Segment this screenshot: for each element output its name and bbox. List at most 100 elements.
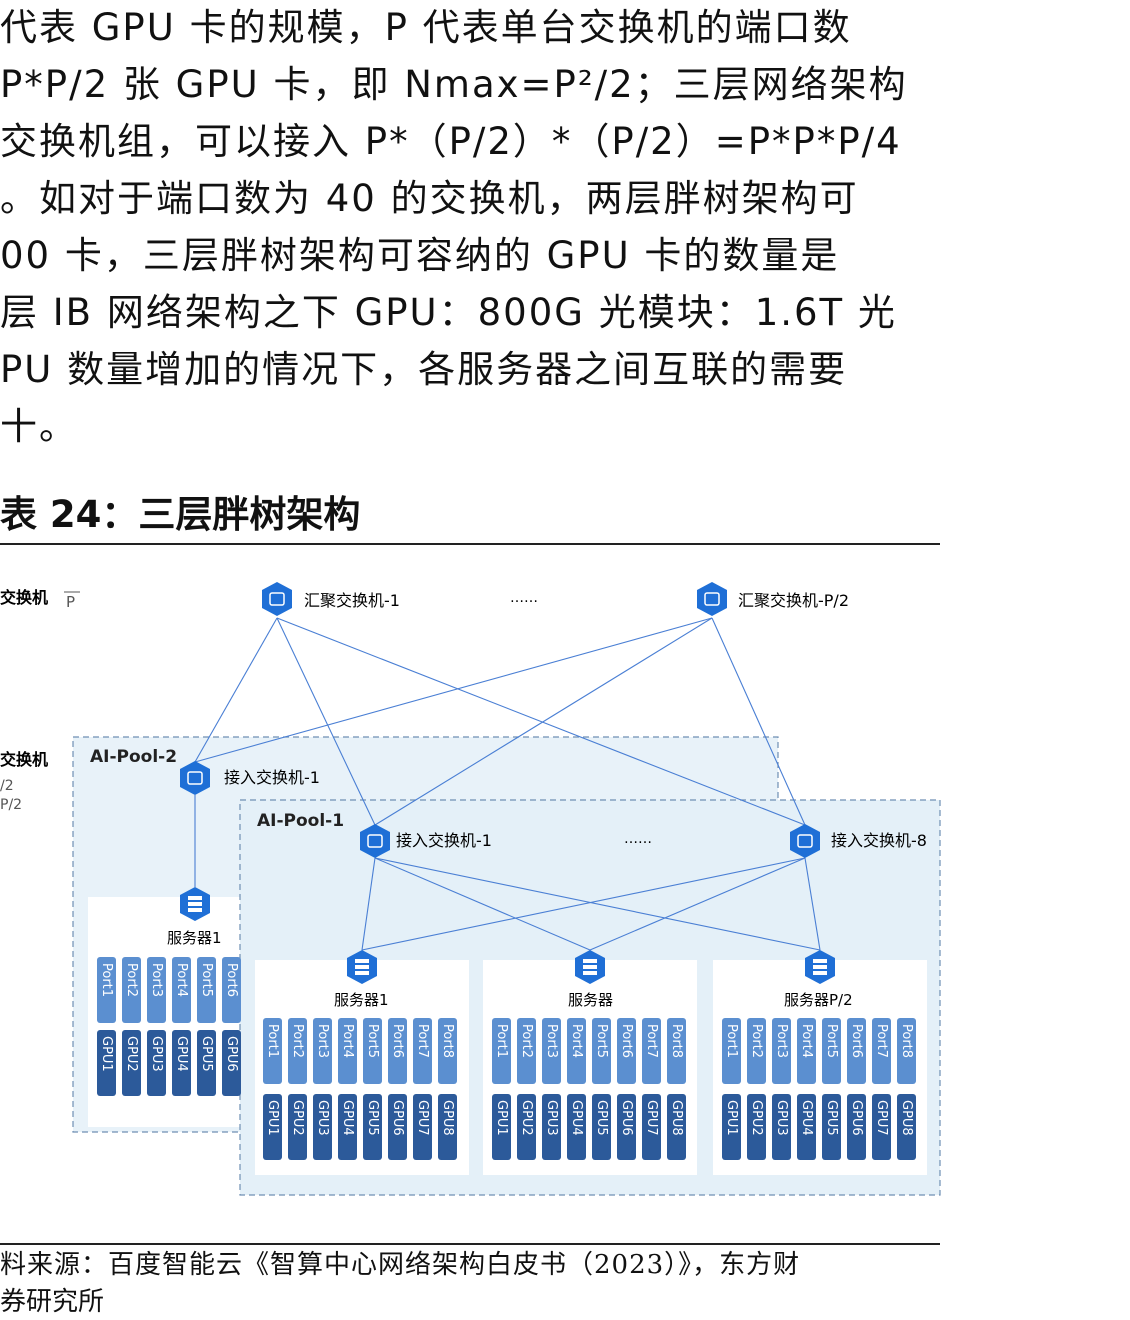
svg-text:Port4: Port4 [174, 963, 189, 997]
paragraph-line: 。如对于端口数为 40 的交换机，两层胖树架构可 [0, 177, 859, 220]
svg-text:GPU6: GPU6 [224, 1036, 239, 1072]
svg-text:Port8: Port8 [440, 1024, 455, 1058]
port-cell: Port8 [897, 1018, 916, 1084]
gpu-cell: GPU6 [617, 1094, 636, 1160]
gpu-cell: GPU4 [797, 1094, 816, 1160]
gpu-cell: GPU8 [438, 1094, 457, 1160]
svg-text:GPU5: GPU5 [594, 1100, 609, 1136]
port-cell: Port7 [413, 1018, 432, 1084]
paragraph-line: 代表 GPU 卡的规模，P 代表单台交换机的端口数 [0, 6, 852, 49]
fat-tree-diagram: 交换机 P 交换机 /2 P/2 汇聚交换机-1 …… 汇聚交换机-P/2 AI… [0, 582, 941, 1196]
gpu-cell: GPU5 [822, 1094, 841, 1160]
pool2-title: AI-Pool-2 [90, 747, 177, 767]
svg-text:Port3: Port3 [774, 1024, 789, 1058]
gpu-cell: GPU1 [722, 1094, 741, 1160]
svg-text:GPU1: GPU1 [265, 1100, 280, 1136]
gpu-cell: GPU2 [747, 1094, 766, 1160]
port-cell: Port7 [642, 1018, 661, 1084]
gpu-cell: GPU2 [288, 1094, 307, 1160]
port-cell: Port5 [822, 1018, 841, 1084]
svg-text:GPU4: GPU4 [340, 1100, 355, 1136]
port-cell: Port3 [772, 1018, 791, 1084]
svg-text:Port1: Port1 [724, 1024, 739, 1058]
svg-text:Port1: Port1 [265, 1024, 280, 1058]
pool2-port-gpu-columns: Port1GPU1Port2GPU2Port3GPU3Port4GPU4Port… [97, 957, 241, 1096]
gpu-cell: GPU5 [197, 1030, 216, 1096]
svg-text:GPU5: GPU5 [365, 1100, 380, 1136]
pool1-access-ellipsis: …… [624, 831, 652, 847]
svg-text:Port1: Port1 [494, 1024, 509, 1058]
svg-text:Port5: Port5 [199, 963, 214, 997]
svg-text:接入交换机-8: 接入交换机-8 [831, 831, 927, 850]
gpu-cell: GPU1 [492, 1094, 511, 1160]
svg-text:Port8: Port8 [899, 1024, 914, 1058]
port-cell: Port1 [492, 1018, 511, 1084]
switch-icon [790, 824, 820, 858]
svg-text:接入交换机-1: 接入交换机-1 [224, 768, 320, 787]
svg-text:Port2: Port2 [749, 1024, 764, 1058]
port-cell: Port2 [747, 1018, 766, 1084]
paragraph-line: PU 数量增加的情况下，各服务器之间互联的需要 [0, 348, 848, 391]
svg-text:Port5: Port5 [824, 1024, 839, 1058]
source-note-2: 券研究所 [0, 1287, 105, 1317]
svg-text:服务器: 服务器 [568, 991, 613, 1009]
gpu-cell: GPU6 [388, 1094, 407, 1160]
port-cell: Port3 [542, 1018, 561, 1084]
svg-text:Port7: Port7 [874, 1024, 889, 1058]
svg-text:Port3: Port3 [315, 1024, 330, 1058]
svg-text:GPU7: GPU7 [874, 1100, 889, 1136]
svg-text:Port6: Port6 [390, 1024, 405, 1058]
source-note: 料来源：百度智能云《智算中心网络架构白皮书（2023）》，东方财 [0, 1250, 801, 1280]
svg-text:GPU1: GPU1 [99, 1036, 114, 1072]
gpu-cell: GPU3 [313, 1094, 332, 1160]
paragraph-line: 00 卡，三层胖树架构可容纳的 GPU 卡的数量是 [0, 234, 840, 277]
svg-text:服务器1: 服务器1 [167, 929, 222, 947]
svg-text:GPU8: GPU8 [440, 1100, 455, 1136]
pool1-title: AI-Pool-1 [257, 811, 344, 831]
port-cell: Port6 [617, 1018, 636, 1084]
gpu-cell: GPU8 [667, 1094, 686, 1160]
left-label-agg: 交换机 [0, 588, 48, 607]
port-cell: Port6 [847, 1018, 866, 1084]
svg-text:GPU2: GPU2 [519, 1100, 534, 1136]
port-cell: Port4 [797, 1018, 816, 1084]
left-frac-2: P/2 [0, 797, 22, 813]
port-cell: Port3 [313, 1018, 332, 1084]
svg-text:GPU4: GPU4 [799, 1100, 814, 1136]
svg-text:Port4: Port4 [340, 1024, 355, 1058]
port-cell: Port6 [222, 957, 241, 1023]
pool1-access-switch-8: 接入交换机-8 [790, 824, 927, 858]
svg-text:GPU2: GPU2 [290, 1100, 305, 1136]
svg-text:Port3: Port3 [149, 963, 164, 997]
svg-text:Port4: Port4 [799, 1024, 814, 1058]
gpu-cell: GPU7 [872, 1094, 891, 1160]
paragraph-line: 交换机组，可以接入 P*（P/2）*（P/2）=P*P*P/4 [0, 120, 902, 163]
svg-text:GPU6: GPU6 [619, 1100, 634, 1136]
paragraph-line: 层 IB 网络架构之下 GPU：800G 光模块：1.6T 光 [0, 291, 897, 334]
server-3: 服务器P/2 [784, 950, 853, 1009]
svg-text:Port6: Port6 [619, 1024, 634, 1058]
svg-text:Port6: Port6 [849, 1024, 864, 1058]
gpu-cell: GPU3 [147, 1030, 166, 1096]
svg-text:GPU3: GPU3 [544, 1100, 559, 1136]
svg-text:GPU7: GPU7 [644, 1100, 659, 1136]
svg-text:Port7: Port7 [644, 1024, 659, 1058]
port-cell: Port1 [263, 1018, 282, 1084]
gpu-cell: GPU3 [772, 1094, 791, 1160]
svg-text:Port2: Port2 [124, 963, 139, 997]
svg-text:服务器P/2: 服务器P/2 [784, 991, 853, 1009]
paragraph-line: 十。 [0, 405, 78, 448]
gpu-cell: GPU6 [222, 1030, 241, 1096]
svg-text:GPU5: GPU5 [824, 1100, 839, 1136]
gpu-cell: GPU4 [172, 1030, 191, 1096]
port-cell: Port1 [97, 957, 116, 1023]
port-cell: Port5 [592, 1018, 611, 1084]
gpu-cell: GPU1 [97, 1030, 116, 1096]
port-cell: Port5 [363, 1018, 382, 1084]
svg-text:Port4: Port4 [569, 1024, 584, 1058]
svg-text:GPU4: GPU4 [174, 1036, 189, 1072]
gpu-cell: GPU7 [413, 1094, 432, 1160]
switch-icon [262, 582, 292, 616]
gpu-cell: GPU5 [592, 1094, 611, 1160]
